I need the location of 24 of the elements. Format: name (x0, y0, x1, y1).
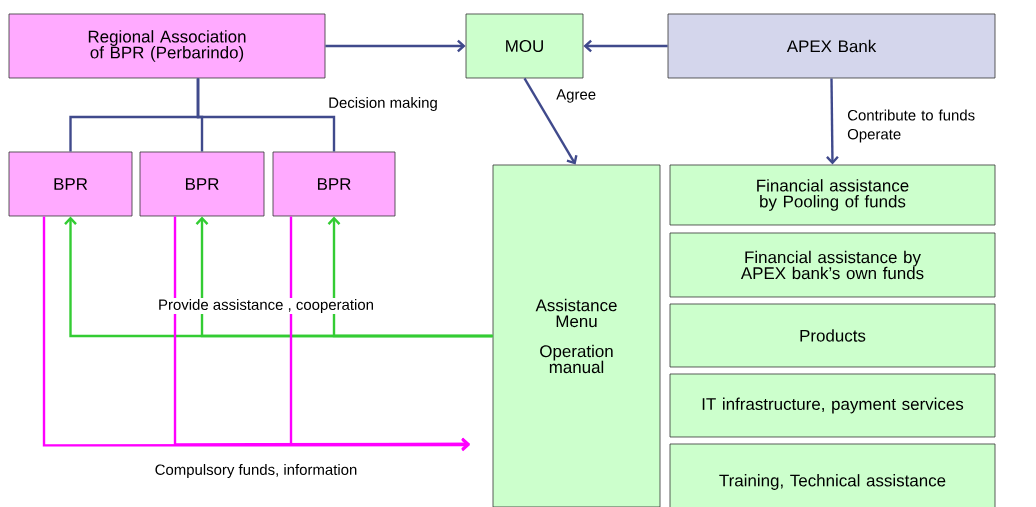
edge-label: Contribute to funds Operate (847, 109, 975, 143)
edge-label: Agree (556, 89, 596, 103)
service-box: Financial assistance by Pooling of funds (669, 164, 996, 226)
edge-label: Decision making (329, 97, 437, 111)
association-box: Regional Association of BPR (Perbarindo) (8, 13, 326, 79)
bank-unit-box: BPR (8, 151, 133, 217)
service-box: Products (669, 303, 996, 368)
arrow (325, 39, 466, 53)
edge-label: Compulsory funds, information (155, 464, 357, 478)
arrow (826, 78, 839, 165)
bank-box: APEX Bank (667, 13, 996, 79)
service-box: Financial assistance by APEX bank’s own funds (669, 232, 996, 298)
service-box: Training, Technical assistance (669, 443, 996, 507)
service-box: IT infrastructure, payment services (669, 373, 996, 438)
arrow (327, 216, 493, 338)
menu-box: Assistance Menu Operation manual (492, 164, 661, 507)
arrow (583, 39, 668, 53)
bank-unit-box: BPR (139, 151, 265, 217)
arrow (289, 216, 470, 451)
edge-label: Provide assistance , cooperation (159, 299, 373, 313)
arrow (42, 216, 470, 452)
agreement-box: MOU (465, 13, 584, 79)
arrow (523, 77, 578, 165)
bank-unit-box: BPR (272, 151, 396, 217)
